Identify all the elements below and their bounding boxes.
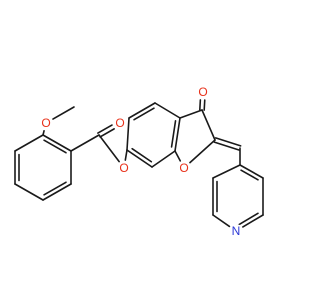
bond-line-22 <box>133 107 155 121</box>
atom-label-o-ester-carbonyl: O <box>115 116 124 130</box>
atom-o-ketone: O <box>196 85 210 99</box>
bond-line-36 <box>242 214 264 228</box>
bond-line-14 <box>98 134 120 163</box>
atom-label-o-ketone: O <box>198 85 207 99</box>
bond-line-30 <box>174 150 182 162</box>
bond-line-20 <box>174 117 181 152</box>
bond-line-17 <box>126 117 130 151</box>
bond-line-6 <box>14 134 44 152</box>
bond-line-31 <box>213 141 241 151</box>
bond-line-11 <box>70 134 100 152</box>
atom-o-ring: O <box>177 161 191 175</box>
bond-line-7 <box>42 134 72 152</box>
atom-label-o-ring: O <box>179 161 188 175</box>
bond-line-8 <box>43 181 67 196</box>
bond-line-21 <box>154 102 181 119</box>
bond-line-18 <box>126 149 153 168</box>
bond-line-23 <box>131 147 153 163</box>
atom-o-ester-link: O <box>117 161 131 175</box>
bond-line-15 <box>124 149 128 161</box>
bond-line-27 <box>199 99 202 111</box>
bond-line-32 <box>214 137 242 147</box>
bond-line-19 <box>151 150 176 168</box>
bond-line-28 <box>201 109 216 141</box>
bond-line-26 <box>203 99 206 111</box>
bond-line-4 <box>14 183 44 201</box>
bond-line-40 <box>240 169 259 181</box>
bond-line-12 <box>99 128 115 138</box>
bond-line-34 <box>239 164 264 179</box>
atom-o-methoxy: O <box>39 116 53 130</box>
bond-line-41 <box>236 212 259 227</box>
structure-canvas: O O O O O N <box>14 85 264 238</box>
atom-label-o-methoxy: O <box>41 116 50 130</box>
bond-line-25 <box>179 109 203 119</box>
atom-n-pyridine: N <box>229 224 243 238</box>
molecule-drawing: O O O O O N <box>14 85 264 238</box>
atom-o-ester-carbonyl: O <box>113 116 127 130</box>
bond-line-37 <box>212 214 231 228</box>
atom-label-n-pyridine: N <box>232 224 241 238</box>
bond-line-24 <box>170 120 177 148</box>
bond-line-0 <box>52 106 75 120</box>
bond-line-13 <box>97 124 113 134</box>
bond-layer <box>14 99 264 228</box>
bond-line-10 <box>43 139 67 154</box>
atom-label-o-ester-link: O <box>119 161 128 175</box>
bond-line-39 <box>212 164 241 179</box>
bond-line-3 <box>42 183 72 201</box>
bond-line-16 <box>128 102 156 119</box>
bond-line-29 <box>189 139 216 164</box>
